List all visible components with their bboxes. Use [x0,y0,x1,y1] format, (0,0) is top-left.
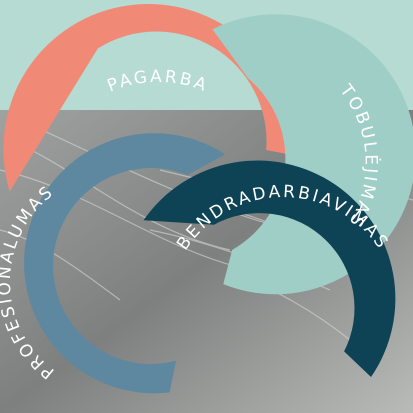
segment-pagarba [3,4,294,192]
segment-bendradarbiavimas [143,160,396,377]
segment-profesionalumas [24,133,226,394]
